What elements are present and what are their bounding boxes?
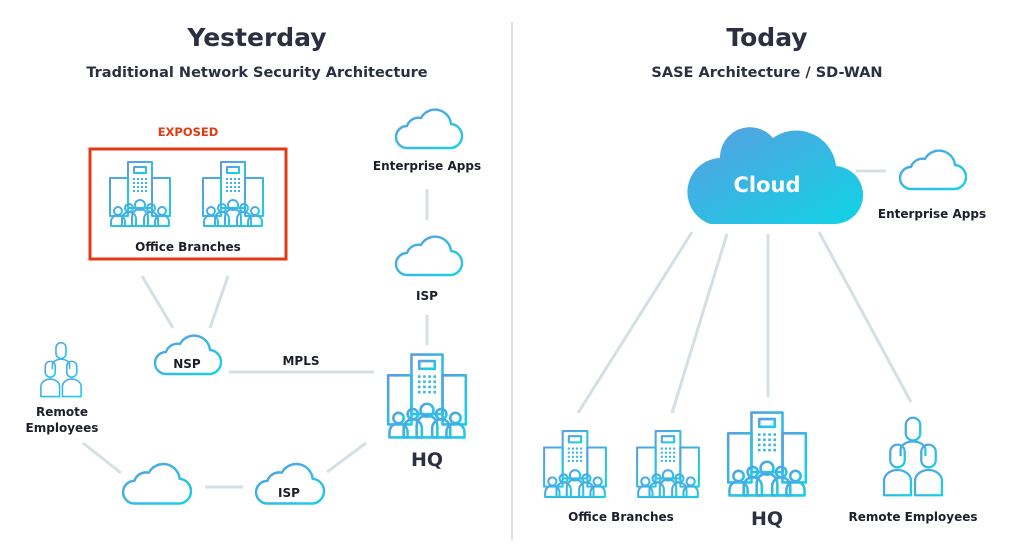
office-branches-label: Office Branches bbox=[568, 510, 674, 524]
enterprise-apps-label: Enterprise Apps bbox=[373, 159, 481, 173]
office-branch-building-icon bbox=[543, 429, 607, 499]
internet-cloud-icon bbox=[121, 462, 192, 505]
today-subtitle: SASE Architecture / SD-WAN bbox=[651, 65, 882, 81]
cloud-icon bbox=[687, 127, 864, 225]
mpls-label: MPLS bbox=[282, 354, 319, 368]
connector-branches-nsp-left bbox=[140, 275, 175, 329]
office-branch-building-icon bbox=[108, 160, 172, 228]
today-section: Today SASE Architecture / SD-WAN Cloud E… bbox=[543, 23, 986, 530]
office-branch-building-icon bbox=[636, 429, 700, 499]
yesterday-subtitle: Traditional Network Security Architectur… bbox=[86, 65, 427, 81]
isp-cloud-icon bbox=[394, 235, 463, 277]
connector-remote-cloud bbox=[82, 441, 122, 475]
hq-building-icon bbox=[386, 353, 468, 439]
enterprise-apps-cloud-icon bbox=[394, 108, 463, 150]
isp-top-label: ISP bbox=[416, 289, 438, 303]
hq-building-icon bbox=[726, 411, 808, 497]
exposed-label: EXPOSED bbox=[158, 125, 219, 139]
remote-employees-label-line1: Remote bbox=[36, 405, 88, 419]
yesterday-title: Yesterday bbox=[186, 23, 326, 52]
enterprise-apps-cloud-icon bbox=[898, 149, 967, 191]
office-branch-building-icon bbox=[201, 160, 265, 228]
connector-cloud-branch-2 bbox=[670, 233, 729, 414]
isp-bottom-label: ISP bbox=[278, 486, 300, 500]
exposed-box bbox=[88, 147, 288, 261]
remote-employees-label: Remote Employees bbox=[848, 510, 977, 524]
connector-isp-hq-bottom bbox=[326, 441, 367, 474]
yesterday-section: Yesterday Traditional Network Security A… bbox=[26, 23, 481, 505]
connector-cloud-remote bbox=[817, 231, 913, 403]
connector-cloud-branch-1 bbox=[576, 231, 694, 414]
remote-employees-label-line2: Employees bbox=[26, 421, 99, 435]
office-branches-label: Office Branches bbox=[135, 240, 241, 254]
hq-label: HQ bbox=[751, 508, 783, 530]
remote-employees-icon bbox=[882, 416, 944, 497]
connector-branches-nsp-right bbox=[208, 275, 230, 329]
hq-label: HQ bbox=[411, 449, 443, 471]
remote-employees-icon bbox=[40, 342, 82, 398]
enterprise-apps-label: Enterprise Apps bbox=[878, 207, 986, 221]
nsp-label: NSP bbox=[173, 357, 201, 371]
today-title: Today bbox=[726, 23, 807, 52]
cloud-label: Cloud bbox=[733, 173, 800, 197]
